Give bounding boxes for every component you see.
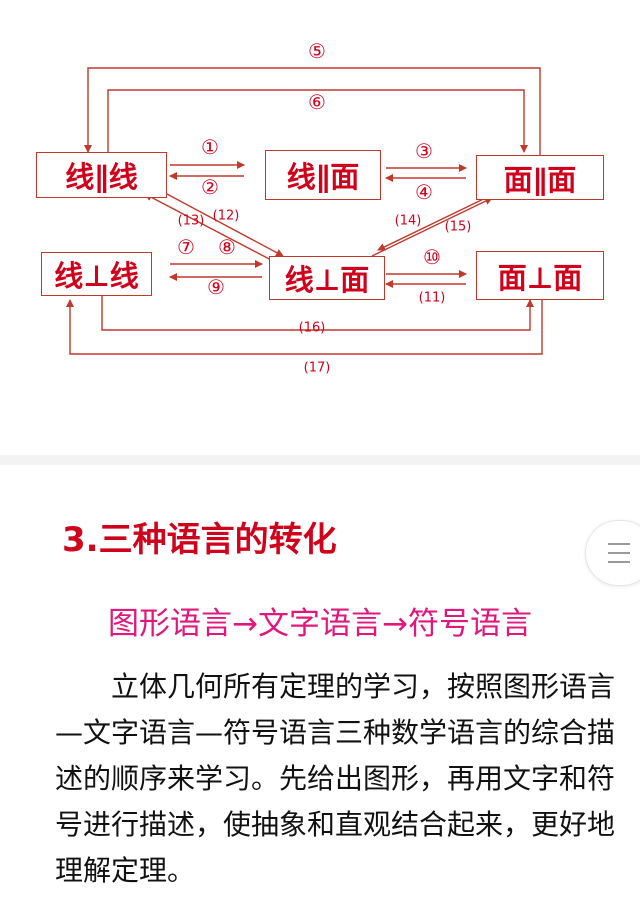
paragraph-text: 立体几何所有定理的学习，按照图形语言—文字语言—符号语言三种数学语言的综合描述的… <box>55 670 616 887</box>
label-2: ② <box>201 175 219 199</box>
arrow-17 <box>66 299 543 355</box>
label-16: (16) <box>298 320 326 336</box>
label-6: ⑥ <box>308 90 326 114</box>
arrow-6 <box>107 89 528 153</box>
floating-menu-button[interactable] <box>585 520 640 586</box>
node-line-perp-plane: 线⊥面 <box>269 256 385 300</box>
arrow-5 <box>84 67 541 155</box>
arrow-15 <box>377 191 499 251</box>
menu-icon <box>608 543 630 545</box>
arrow-12 <box>151 185 284 257</box>
node-line-parallel-line: 线∥线 <box>36 152 167 198</box>
arrow-13 <box>144 193 276 263</box>
node-line-parallel-plane: 线∥面 <box>265 150 381 200</box>
label-15: (15) <box>444 219 472 235</box>
label-14: (14) <box>394 213 422 229</box>
arrow-16 <box>101 296 534 331</box>
node-plane-parallel-plane: 面∥面 <box>476 155 604 200</box>
label-9: ⑨ <box>207 275 225 299</box>
diagram-arrows <box>66 67 543 355</box>
node-plane-perp-plane: 面⊥面 <box>476 251 604 300</box>
menu-icon-bar <box>608 552 630 554</box>
label-1: ① <box>201 135 219 159</box>
section-subtitle: 图形语言→文字语言→符号语言 <box>108 606 532 642</box>
node-line-perp-line: 线⊥线 <box>41 252 152 296</box>
body-paragraph: 立体几何所有定理的学习，按照图形语言—文字语言—符号语言三种数学语言的综合描述的… <box>55 664 615 894</box>
label-3: ③ <box>415 139 433 163</box>
label-8: ⑧ <box>218 235 236 259</box>
label-13: (13) <box>177 213 205 229</box>
section-divider <box>0 455 640 465</box>
label-17: (17) <box>303 360 331 376</box>
label-12: (12) <box>212 208 240 224</box>
transformation-diagram: 线∥线 线∥面 面∥面 线⊥线 线⊥面 面⊥面 ⑤ ⑥ ① ② ③ ④ (13)… <box>0 0 640 455</box>
label-4: ④ <box>415 180 433 204</box>
section-title: 3.三种语言的转化 <box>62 520 337 560</box>
menu-icon-bar <box>608 561 630 563</box>
label-11: (11) <box>418 290 446 306</box>
arrow-14 <box>371 197 493 257</box>
label-7: ⑦ <box>177 235 195 259</box>
label-10: ⑩ <box>423 245 441 269</box>
label-5: ⑤ <box>308 39 326 63</box>
